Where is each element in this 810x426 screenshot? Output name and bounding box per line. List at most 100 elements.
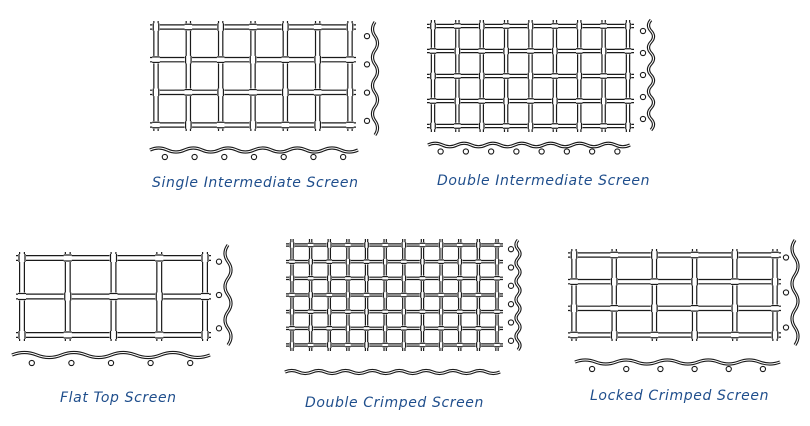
crossing [502,97,510,105]
crossing [184,88,193,97]
cross-wire-dot [221,153,228,161]
crossing [419,242,426,248]
side-profile-wave [639,18,656,132]
crossing [109,331,118,339]
crossing [527,47,534,55]
crossing [419,325,426,332]
mesh-grid [150,21,356,131]
cross-wire-dot [507,337,515,344]
crossing [454,47,461,55]
cross-wire-dot [623,365,630,373]
crossing [326,258,333,265]
crossing [249,55,257,64]
crossing [551,22,559,30]
crossing [570,277,578,286]
crossing [494,342,500,348]
crossing [610,304,618,313]
crossing [281,55,290,64]
crossing [363,292,370,298]
crossing [289,342,295,348]
crossing [438,275,444,282]
crossing [650,331,659,339]
cross-wire-dot [215,291,223,299]
crossing [382,258,388,265]
crossing [429,72,437,80]
crossing [345,242,351,248]
crossing [184,23,193,31]
crossing [419,275,426,282]
crossing [475,275,482,282]
side-profile-wave [782,239,800,346]
cross-wire-dot [437,148,444,155]
cross-wire-dot [507,319,515,326]
mesh-grid [568,249,781,341]
crossing [401,292,407,298]
crossing [216,121,225,129]
profile-wire-fill [372,21,378,136]
crossing [382,275,388,282]
crossing [345,325,351,332]
crossing [650,277,659,286]
cross-wire-dot [639,71,647,79]
cross-wire-dot [507,246,515,253]
crossing [527,72,534,80]
cross-wire-dot [782,289,790,296]
crossing [216,88,225,97]
crossing [201,292,209,301]
crossing [731,251,739,259]
cross-wire-dot [191,153,198,161]
profile-wire-fill [149,147,359,153]
crossing [570,251,578,259]
crossing [600,122,607,130]
side-profile-wave [215,244,233,346]
crossing [201,254,209,262]
crossing [382,308,388,315]
crossing [307,325,314,332]
cross-wire-dot [507,301,515,308]
crossing [289,258,295,265]
cross-wire-dot [250,153,258,161]
crossing [429,47,437,55]
crossing [313,55,322,64]
cross-wire-dot [639,27,647,35]
caption-flat-top: Flat Top Screen [60,390,177,406]
cross-wire-dot [759,365,767,373]
crossing [624,47,632,55]
crossing [456,292,463,298]
crossing [307,342,314,348]
cross-wire-dot [657,365,664,373]
crossing [63,292,72,301]
crossing [731,331,739,339]
crossing [494,242,500,248]
crossing [18,292,26,301]
crossing [527,122,534,130]
cross-wire-dot [462,148,470,155]
crossing [326,342,333,348]
crossing [600,47,607,55]
crossing [610,277,618,286]
crossing [155,331,164,339]
crossing [313,121,322,129]
crossing [313,88,322,97]
crossing [152,121,160,129]
crossing [731,304,739,313]
crossing [419,292,426,298]
crossing [690,331,699,339]
crossing [382,325,388,332]
crossing [527,22,534,30]
crossing [771,331,779,339]
cross-wire-dot [639,115,647,123]
crossing [624,72,632,80]
crossing [363,308,370,315]
crossing [326,308,333,315]
crossing [478,22,485,30]
crossing [201,331,209,339]
crossing [401,275,407,282]
crossing [475,325,482,332]
cross-wire-dot [68,359,75,367]
crossing [345,275,351,282]
cross-wire-dot [363,32,371,40]
crossing [401,325,407,332]
crossing [502,122,510,130]
